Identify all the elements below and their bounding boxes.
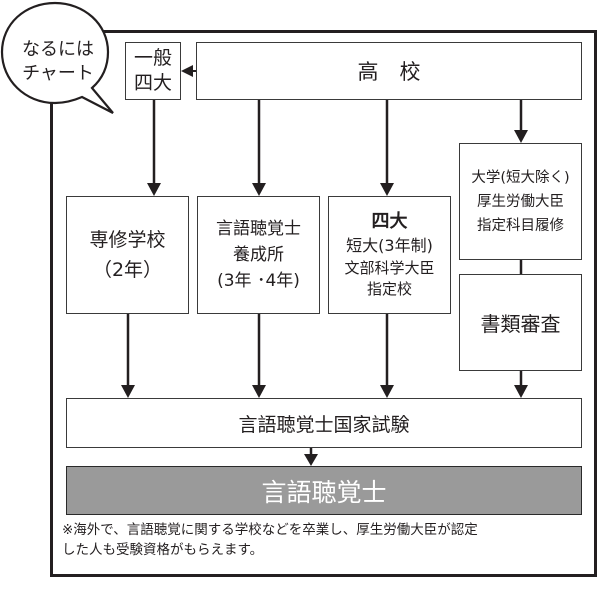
- badge-line-1: なるには: [22, 39, 94, 60]
- node-national-exam-label: 言語聴覚士国家試験: [238, 413, 410, 436]
- node-document-review-label: 書類審査: [480, 312, 561, 336]
- node-high-school-label: 高 校: [357, 60, 421, 84]
- node-national-exam: 言語聴覚士国家試験: [66, 398, 582, 448]
- node-general-univ-line-1: 一般: [133, 47, 172, 69]
- node-general-univ-line-2: 四大: [133, 72, 172, 94]
- footnote-line-2: した人も受験資格がもらえます。: [62, 542, 264, 558]
- node-result-label: 言語聴覚士: [261, 477, 387, 507]
- speech-bubble-icon: [0, 1, 114, 114]
- node-result: 言語聴覚士: [66, 466, 582, 515]
- node-vocational-school: 専修学校 （2年）: [66, 196, 189, 314]
- node-general-univ: 一般 四大: [125, 42, 181, 100]
- node-designated-line-4: 指定校: [366, 280, 412, 298]
- badge-text: なるには チャート: [8, 38, 108, 86]
- node-univ-other-line-1: 大学(短大除く): [471, 169, 570, 186]
- node-univ-other-line-2: 厚生労働大臣: [477, 193, 564, 210]
- node-training-line-3: (3年 ･4年): [217, 271, 300, 291]
- node-training-line-1: 言語聴覚士: [216, 219, 301, 239]
- node-univ-designated: 四大 短大(3年制) 文部科学大臣 指定校: [328, 196, 451, 314]
- node-designated-line-3: 文部科学大臣: [344, 259, 435, 277]
- node-training-line-2: 養成所: [233, 245, 284, 265]
- node-vocational-line-1: 専修学校: [89, 229, 166, 251]
- node-training-school: 言語聴覚士 養成所 (3年 ･4年): [197, 196, 320, 314]
- node-designated-line-2: 短大(3年制): [346, 236, 433, 255]
- footnote: ※海外で、言語聴覚に関する学校などを卒業し、厚生労働大臣が認定 した人も受験資格…: [62, 520, 582, 560]
- node-document-review: 書類審査: [459, 274, 582, 371]
- speech-bubble-badge: なるには チャート: [0, 0, 130, 120]
- node-high-school: 高 校: [196, 42, 582, 100]
- node-vocational-line-2: （2年）: [92, 259, 163, 281]
- node-designated-line-1: 四大: [371, 211, 408, 232]
- node-univ-other: 大学(短大除く) 厚生労働大臣 指定科目履修: [459, 143, 582, 260]
- badge-line-2: チャート: [22, 63, 94, 84]
- footnote-line-1: ※海外で、言語聴覚に関する学校などを卒業し、厚生労働大臣が認定: [62, 522, 478, 538]
- node-univ-other-line-3: 指定科目履修: [477, 217, 564, 234]
